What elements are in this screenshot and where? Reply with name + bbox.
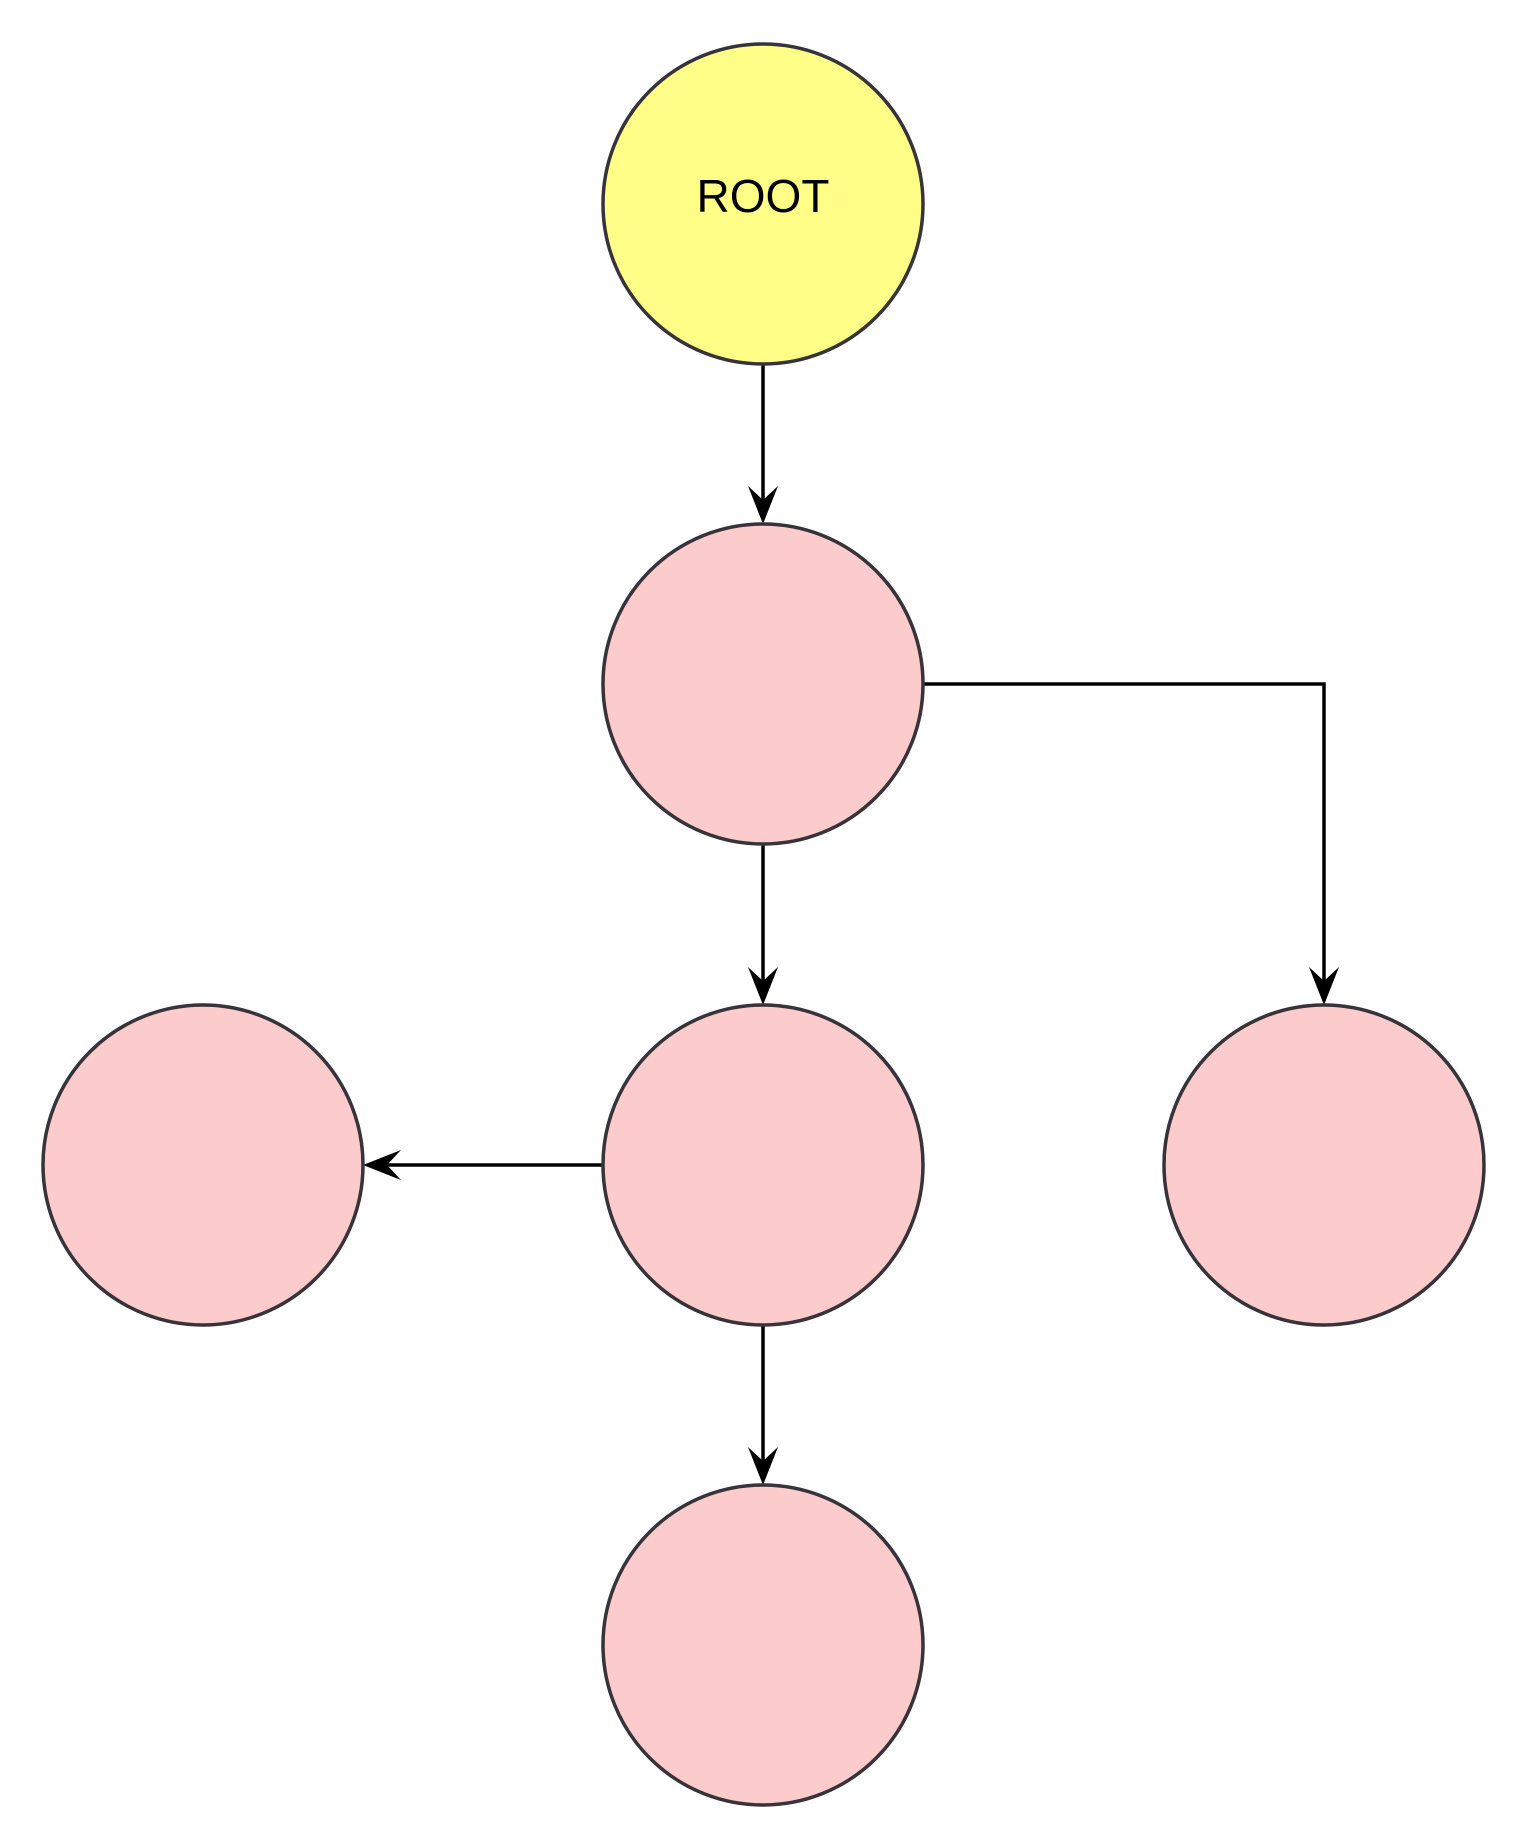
arrowhead: [748, 967, 778, 1005]
edges: [363, 364, 1339, 1485]
arrowhead: [1309, 967, 1339, 1005]
node-circle: [601, 1483, 925, 1807]
node-circle: [601, 522, 925, 846]
edge-n2-n5: [748, 1325, 778, 1485]
tree-node: [601, 522, 925, 846]
edge-root-n1: [748, 364, 778, 524]
tree-node: [601, 1483, 925, 1807]
node-circle: [601, 42, 925, 366]
arrowhead: [748, 486, 778, 524]
tree-node: [601, 1003, 925, 1327]
tree-node: [41, 1003, 365, 1327]
edge-line: [923, 682, 1326, 983]
node-circle: [601, 1003, 925, 1327]
node-circle: [1162, 1003, 1486, 1327]
edge-n1-n2: [748, 844, 778, 1005]
root-node: ROOT: [601, 42, 925, 366]
arrowhead: [748, 1447, 778, 1485]
edge-n1-n3: [923, 682, 1339, 1005]
nodes: ROOT: [41, 42, 1486, 1807]
node-circle: [41, 1003, 365, 1327]
arrowhead: [363, 1150, 401, 1180]
node-label: ROOT: [697, 170, 830, 222]
edge-n2-n4: [363, 1150, 603, 1180]
tree-node: [1162, 1003, 1486, 1327]
